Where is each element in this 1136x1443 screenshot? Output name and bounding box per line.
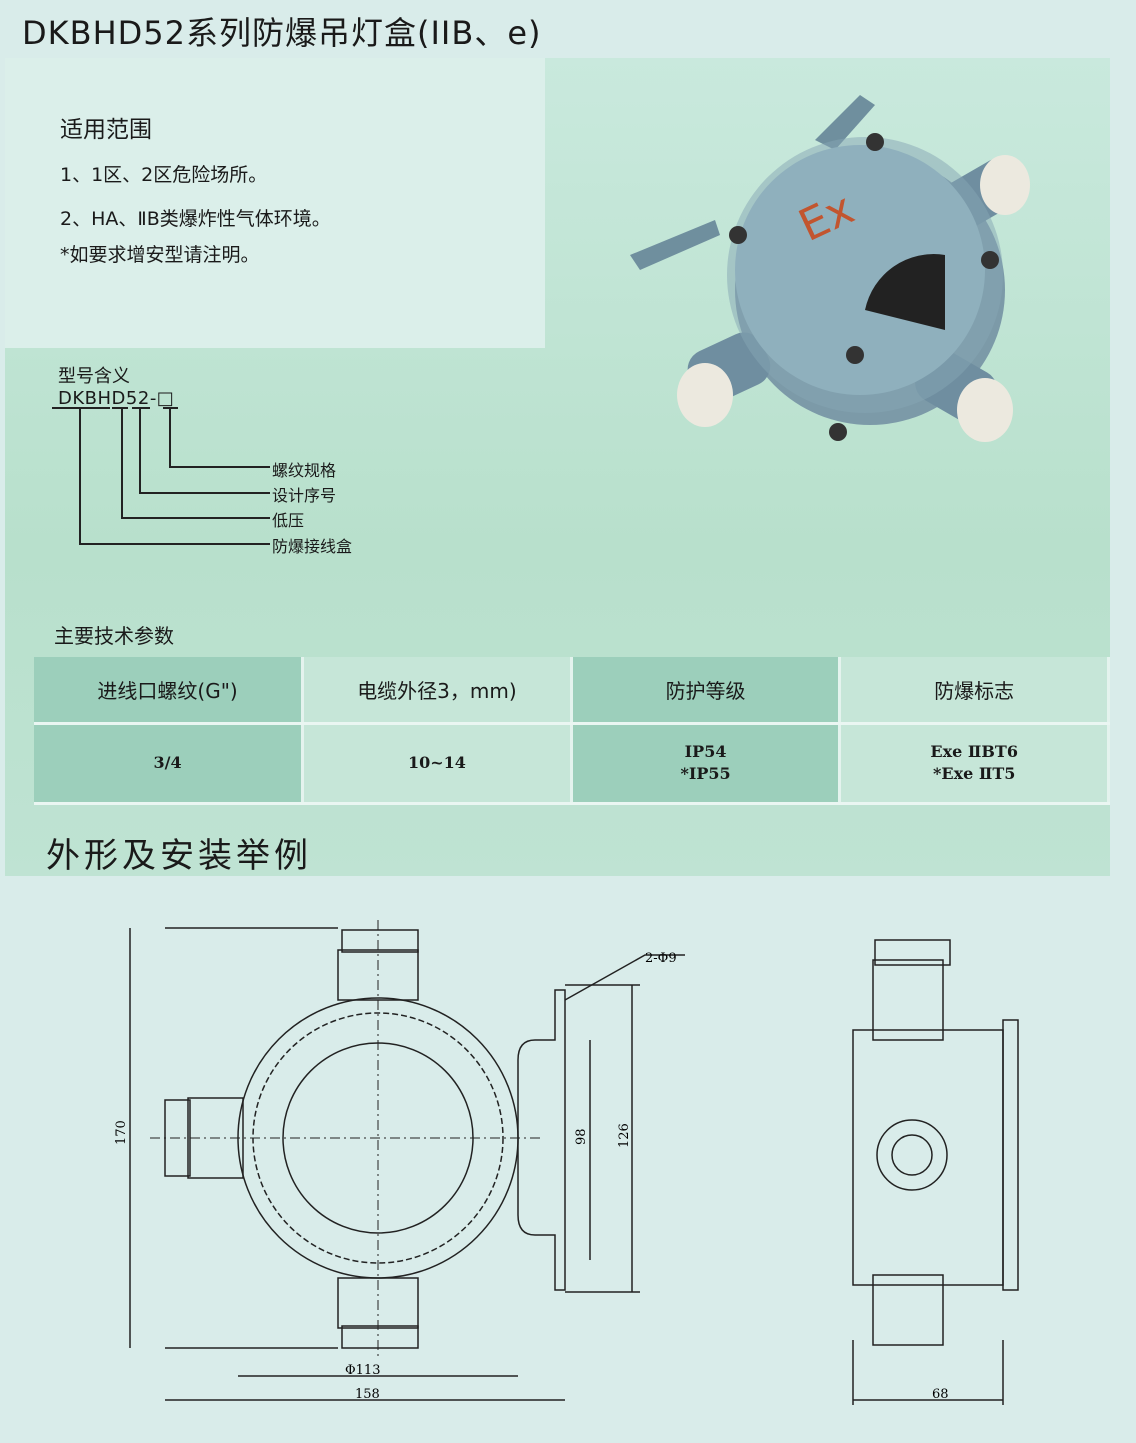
legend-label: 设计序号 [272,486,337,505]
value-cell: 10~14 [302,723,573,805]
header-cell: 电缆外径3，mm) [302,657,573,725]
params-heading: 主要技术参数 [54,624,174,648]
dim-126: 126 [617,1123,632,1148]
model-code: DKBHD52-□ [58,388,175,409]
header-cell: 进线口螺纹(G") [34,657,305,725]
dim-170: 170 [114,1120,129,1145]
params-table: 进线口螺纹(G") 电缆外径3，mm) 防护等级 防爆标志 3/4 10~14 … [34,657,1110,805]
dim-holes: 2-Φ9 [645,951,677,966]
model-heading: 型号含义 [58,366,130,387]
dim-98: 98 [574,1128,589,1145]
scope-heading: 适用范围 [60,117,152,143]
scope-item: 1、1区、2区危险场所。 [60,164,268,186]
value-cell: Exe ⅡBT6 *Exe ⅡT5 [839,723,1110,805]
legend-label: 低压 [272,511,305,530]
header-cell: 防爆标志 [839,657,1110,725]
value-cell: IP54 *IP55 [571,723,842,805]
section-heading: 外形及安装举例 [46,836,312,876]
technical-drawing: 170 98 126 Φ113 158 68 2-Φ9 [114,920,1019,1405]
scope-item: *如要求增安型请注明。 [60,244,260,266]
page-title: DKBHD52系列防爆吊灯盒(IIB、e) [22,14,542,52]
dim-158: 158 [355,1387,380,1402]
legend-label: 防爆接线盒 [272,537,353,556]
scope-item: 2、HA、ⅡB类爆炸性气体环境。 [60,208,331,230]
model-legend-lines [52,407,270,545]
scope-panel: 适用范围 1、1区、2区危险场所。 2、HA、ⅡB类爆炸性气体环境。 *如要求增… [5,58,545,348]
dim-68: 68 [932,1387,949,1402]
product-photo: Ex [630,95,1030,442]
header-cell: 防护等级 [571,657,842,725]
legend-label: 螺纹规格 [272,461,337,480]
value-cell: 3/4 [34,723,305,805]
dim-113: Φ113 [345,1363,380,1378]
